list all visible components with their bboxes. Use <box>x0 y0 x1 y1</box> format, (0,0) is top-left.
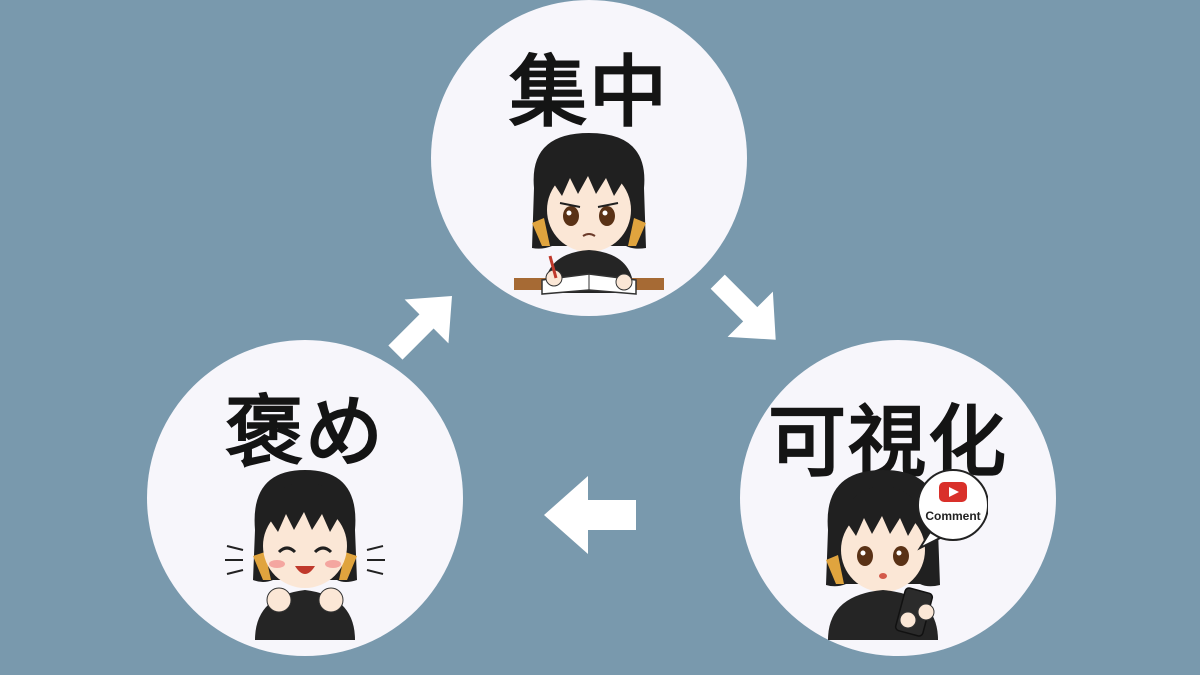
arrow-left-icon <box>544 476 636 554</box>
speech-bubble-text: Comment <box>925 509 980 523</box>
girl-cheering-icon <box>225 470 385 640</box>
arrow-down-right-icon <box>710 274 776 340</box>
node-visualize: 可視化 Comment <box>740 340 1056 656</box>
girl-writing-notebook-icon <box>514 133 664 295</box>
node-praise: 褒め <box>147 340 463 656</box>
girl-holding-phone-icon: Comment <box>826 469 988 640</box>
arrow-up-right-icon <box>388 296 452 360</box>
node-focus-label: 集中 <box>508 48 669 138</box>
speech-bubble: Comment <box>917 469 988 551</box>
node-praise-label: 褒め <box>224 388 385 478</box>
node-focus: 集中 <box>431 0 747 316</box>
